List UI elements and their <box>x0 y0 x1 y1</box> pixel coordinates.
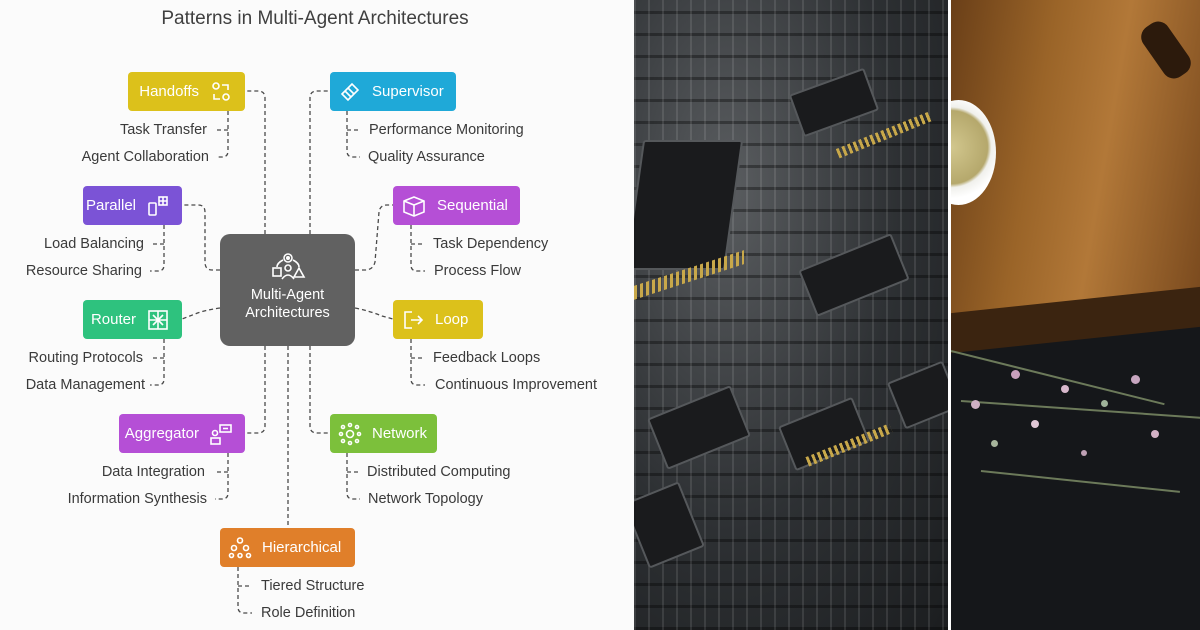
pattern-supervisor: Supervisor <box>330 72 456 111</box>
sequential-label: Sequential <box>437 197 508 214</box>
pattern-router: Router <box>83 300 182 339</box>
handoffs-item: Task Transfer <box>119 122 207 138</box>
pattern-aggregator: Aggregator <box>119 414 245 453</box>
hierarchy-icon <box>228 536 252 558</box>
pattern-network: Network <box>330 414 437 453</box>
aggregator-icon <box>210 423 232 445</box>
handoffs-item: Agent Collaboration <box>81 149 209 165</box>
router-label: Router <box>90 311 136 328</box>
aggregator-item: Data Integration <box>101 464 205 480</box>
parallel-icon <box>148 195 168 216</box>
connector-line <box>245 346 266 434</box>
handoffs-label: Handoffs <box>139 83 199 100</box>
hierarchical-item: Role Definition <box>261 605 356 621</box>
network-label: Network <box>372 425 428 442</box>
loop-item: Feedback Loops <box>433 350 541 366</box>
connector-line <box>346 111 360 158</box>
diagram-title: Patterns in Multi-Agent Architectures <box>161 8 469 29</box>
aggregator-item: Information Synthesis <box>67 491 207 507</box>
supervisor-icon <box>340 82 360 101</box>
connector-line <box>309 346 330 434</box>
pattern-parallel: Parallel <box>83 186 182 225</box>
handoff-icon <box>212 81 230 101</box>
connector-line <box>355 204 393 271</box>
router-item: Routing Protocols <box>28 350 143 366</box>
center-label: Multi-Agent Architectures <box>245 287 330 321</box>
connector-line <box>150 225 165 272</box>
hierarchical-item: Tiered Structure <box>261 578 365 594</box>
hierarchical-label: Hierarchical <box>262 539 342 556</box>
connector-line <box>217 111 229 158</box>
pattern-loop: Loop <box>393 300 483 339</box>
sequential-item: Process Flow <box>434 263 522 279</box>
connector-line <box>246 90 266 234</box>
connector-line <box>181 307 221 320</box>
connector-line <box>410 339 425 386</box>
connector-line <box>346 453 360 500</box>
pattern-sequential: Sequential <box>393 186 520 225</box>
router-item: Data Management <box>25 377 145 393</box>
parallel-label: Parallel <box>85 197 136 214</box>
aggregator-label: Aggregator <box>124 425 199 442</box>
center-node: Multi-Agent Architectures <box>220 234 355 346</box>
network-icon <box>338 422 362 445</box>
architecture-diagram: Patterns in Multi-Agent Architectures Mu… <box>25 8 597 621</box>
loop-item: Continuous Improvement <box>435 377 597 393</box>
supervisor-item: Performance Monitoring <box>369 122 524 138</box>
cube-icon <box>403 195 425 217</box>
cutting-board-photo <box>951 0 1200 630</box>
pattern-hierarchical: Hierarchical <box>220 528 355 567</box>
connector-lines <box>150 90 425 614</box>
connector-line <box>354 307 394 320</box>
connector-line <box>215 453 229 500</box>
parallel-item: Resource Sharing <box>25 263 142 279</box>
network-item: Distributed Computing <box>367 464 511 480</box>
connector-line <box>309 90 330 234</box>
router-icon <box>148 309 168 330</box>
loop-exit-icon <box>404 310 424 329</box>
connector-line <box>182 204 220 271</box>
parallel-item: Load Balancing <box>44 236 144 252</box>
multi-agent-icon <box>271 253 305 280</box>
supervisor-label: Supervisor <box>372 83 444 100</box>
sequential-item: Task Dependency <box>433 236 549 252</box>
circuit-board-photo <box>634 0 949 630</box>
pattern-handoffs: Handoffs <box>128 72 245 111</box>
loop-label: Loop <box>435 311 469 328</box>
connector-line <box>150 339 165 386</box>
photo-divider <box>948 0 952 630</box>
network-item: Network Topology <box>368 491 483 507</box>
connector-line <box>410 225 425 272</box>
supervisor-item: Quality Assurance <box>368 149 485 165</box>
connector-line <box>237 567 252 614</box>
